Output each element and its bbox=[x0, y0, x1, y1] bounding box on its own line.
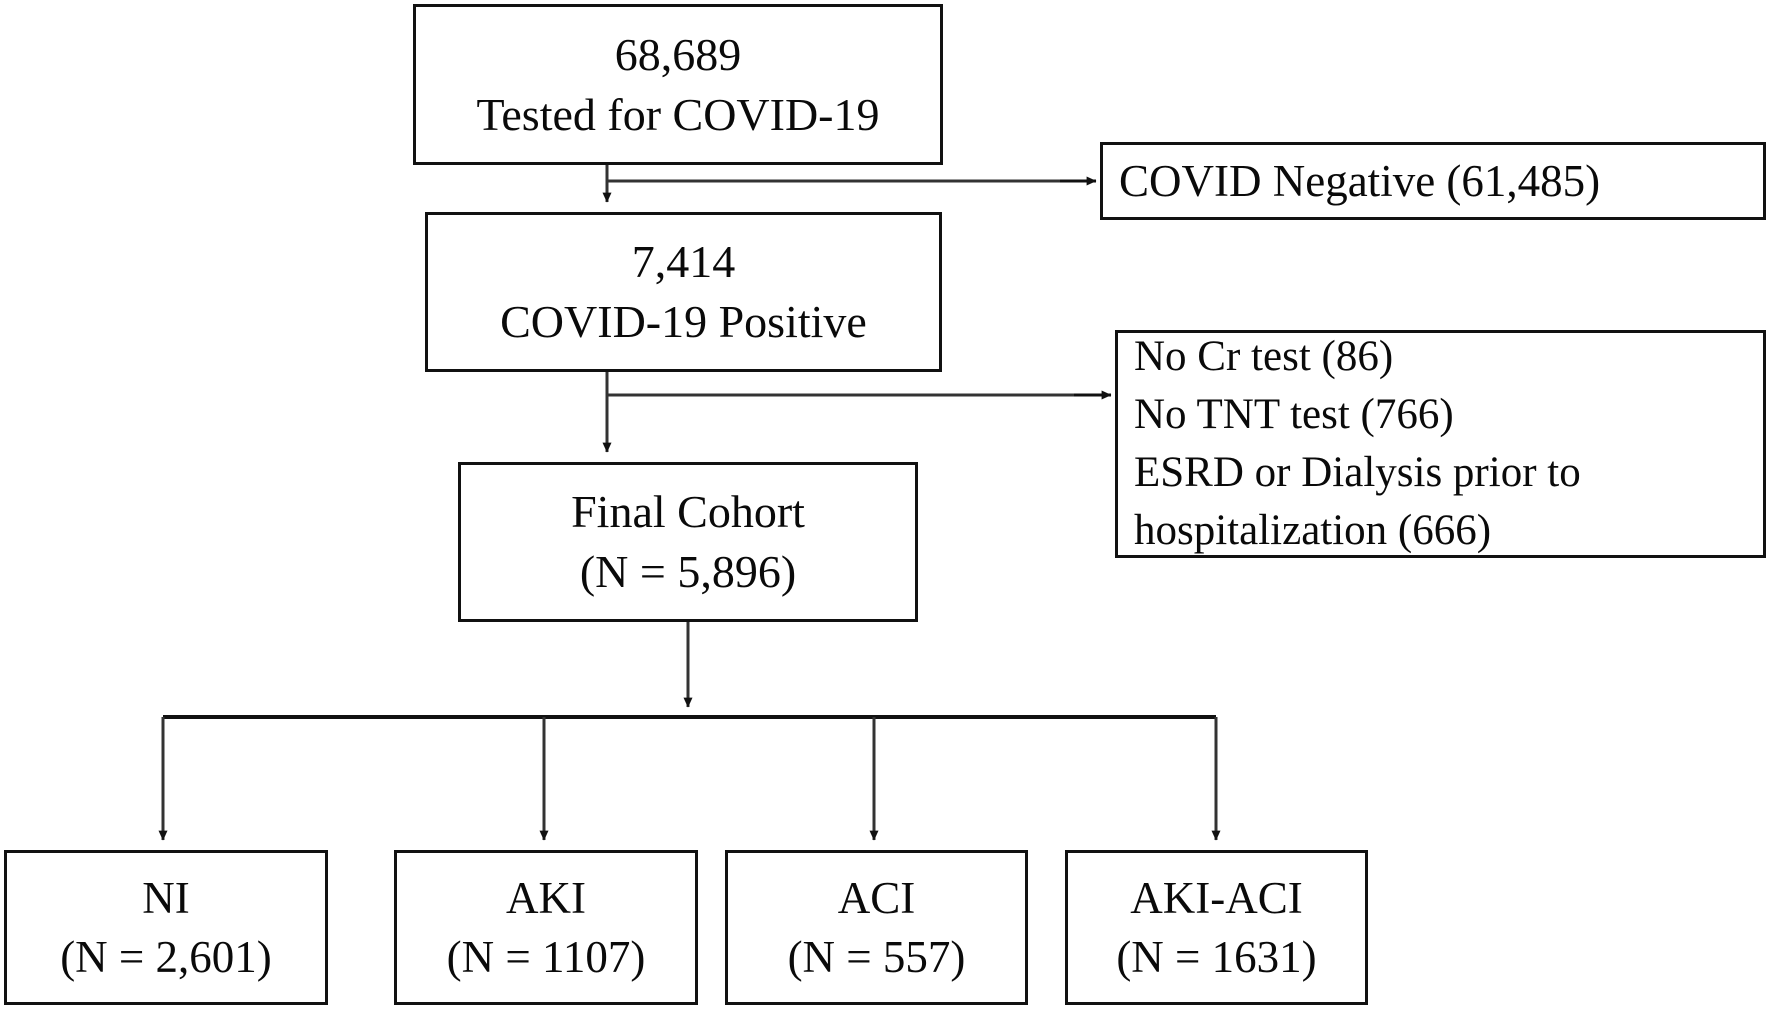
node-tested-label: Tested for COVID-19 bbox=[476, 88, 880, 140]
node-aki-label: AKI bbox=[506, 873, 586, 923]
node-group-aci: ACI (N = 557) bbox=[725, 850, 1028, 1005]
edge-positive-to-exclusions bbox=[605, 372, 1112, 400]
node-covid-negative-label: COVID Negative (61,485) bbox=[1119, 155, 1601, 206]
node-cohort-label: Final Cohort bbox=[571, 486, 805, 538]
node-ni-count: (N = 2,601) bbox=[60, 931, 272, 982]
node-group-aki-aci: AKI-ACI (N = 1631) bbox=[1065, 850, 1368, 1005]
node-aci-label: ACI bbox=[837, 873, 916, 923]
edge-cohort-to-bus bbox=[163, 622, 1216, 719]
node-group-aki: AKI (N = 1107) bbox=[394, 850, 698, 1005]
node-covid-positive: 7,414 COVID-19 Positive bbox=[425, 212, 942, 372]
node-positive-label: COVID-19 Positive bbox=[500, 296, 867, 347]
node-covid-negative: COVID Negative (61,485) bbox=[1100, 142, 1766, 220]
exclusion-no-tnt-test: No TNT test (766) bbox=[1134, 391, 1454, 439]
exclusion-no-cr-test: No Cr test (86) bbox=[1134, 333, 1394, 381]
node-group-ni: NI (N = 2,601) bbox=[4, 850, 328, 1005]
node-aki-count: (N = 1107) bbox=[446, 931, 646, 982]
node-exclusion-criteria: No Cr test (86) No TNT test (766) ESRD o… bbox=[1115, 330, 1766, 558]
node-cohort-count: (N = 5,896) bbox=[579, 546, 797, 597]
node-tested-count: 68,689 bbox=[614, 28, 742, 80]
node-aki-aci-label: AKI-ACI bbox=[1130, 873, 1303, 923]
node-ni-label: NI bbox=[142, 873, 190, 923]
node-positive-count: 7,414 bbox=[631, 236, 736, 288]
exclusion-esrd-dialysis-line1: ESRD or Dialysis prior to bbox=[1134, 449, 1581, 496]
exclusion-esrd-dialysis-line2: hospitalization (666) bbox=[1134, 506, 1492, 554]
node-final-cohort: Final Cohort (N = 5,896) bbox=[458, 462, 918, 622]
node-tested-for-covid: 68,689 Tested for COVID-19 bbox=[413, 4, 943, 165]
node-aki-aci-count: (N = 1631) bbox=[1116, 931, 1317, 982]
node-aci-count: (N = 557) bbox=[787, 931, 966, 982]
